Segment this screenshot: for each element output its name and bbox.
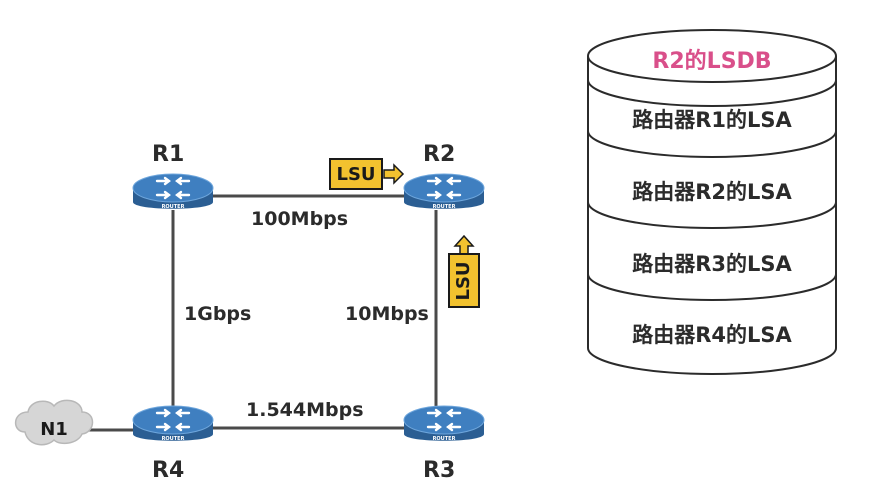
lsdb-title: R2的LSDB <box>652 49 772 74</box>
router-arrows-icon <box>426 408 462 432</box>
lsdb-row: 路由器R1的LSA <box>632 108 792 132</box>
arrow-up-icon <box>453 234 475 255</box>
router-r4[interactable]: ROUTER <box>132 405 214 442</box>
router-badge: ROUTER <box>433 204 456 210</box>
lsdb-row: 路由器R3的LSA <box>632 252 792 276</box>
router-badge: ROUTER <box>162 204 185 210</box>
router-r1[interactable]: ROUTER <box>132 173 214 210</box>
router-arrows-icon <box>155 408 191 432</box>
router-r3[interactable]: ROUTER <box>403 405 485 442</box>
link-label-r1-r4: 1Gbps <box>184 303 252 325</box>
router-label-r3: R3 <box>423 458 456 483</box>
router-badge: ROUTER <box>433 436 456 442</box>
router-arrows-icon <box>155 176 191 200</box>
lsu-label-right: LSU <box>453 261 474 300</box>
router-label-r2: R2 <box>423 142 456 167</box>
lsu-packet-right: LSU <box>448 234 480 308</box>
network-label-n1: N1 <box>40 419 68 440</box>
link-label-r4-r3: 1.544Mbps <box>246 399 364 421</box>
router-label-r1: R1 <box>152 142 185 167</box>
arrow-right-icon <box>383 163 405 185</box>
lsdb-row: 路由器R4的LSA <box>632 323 792 347</box>
lsdb-row: 路由器R2的LSA <box>632 180 792 204</box>
router-label-r4: R4 <box>152 458 185 483</box>
router-r2[interactable]: ROUTER <box>403 173 485 210</box>
lsu-packet-top: LSU <box>329 158 405 190</box>
router-badge: ROUTER <box>162 436 185 442</box>
lsdb-cylinder <box>587 29 837 375</box>
lsu-label-top: LSU <box>336 164 375 185</box>
link-label-r1-r2: 100Mbps <box>251 208 349 230</box>
network-cloud-n1: N1 <box>14 399 94 446</box>
link-label-r2-r3: 10Mbps <box>345 303 429 325</box>
router-arrows-icon <box>426 176 462 200</box>
